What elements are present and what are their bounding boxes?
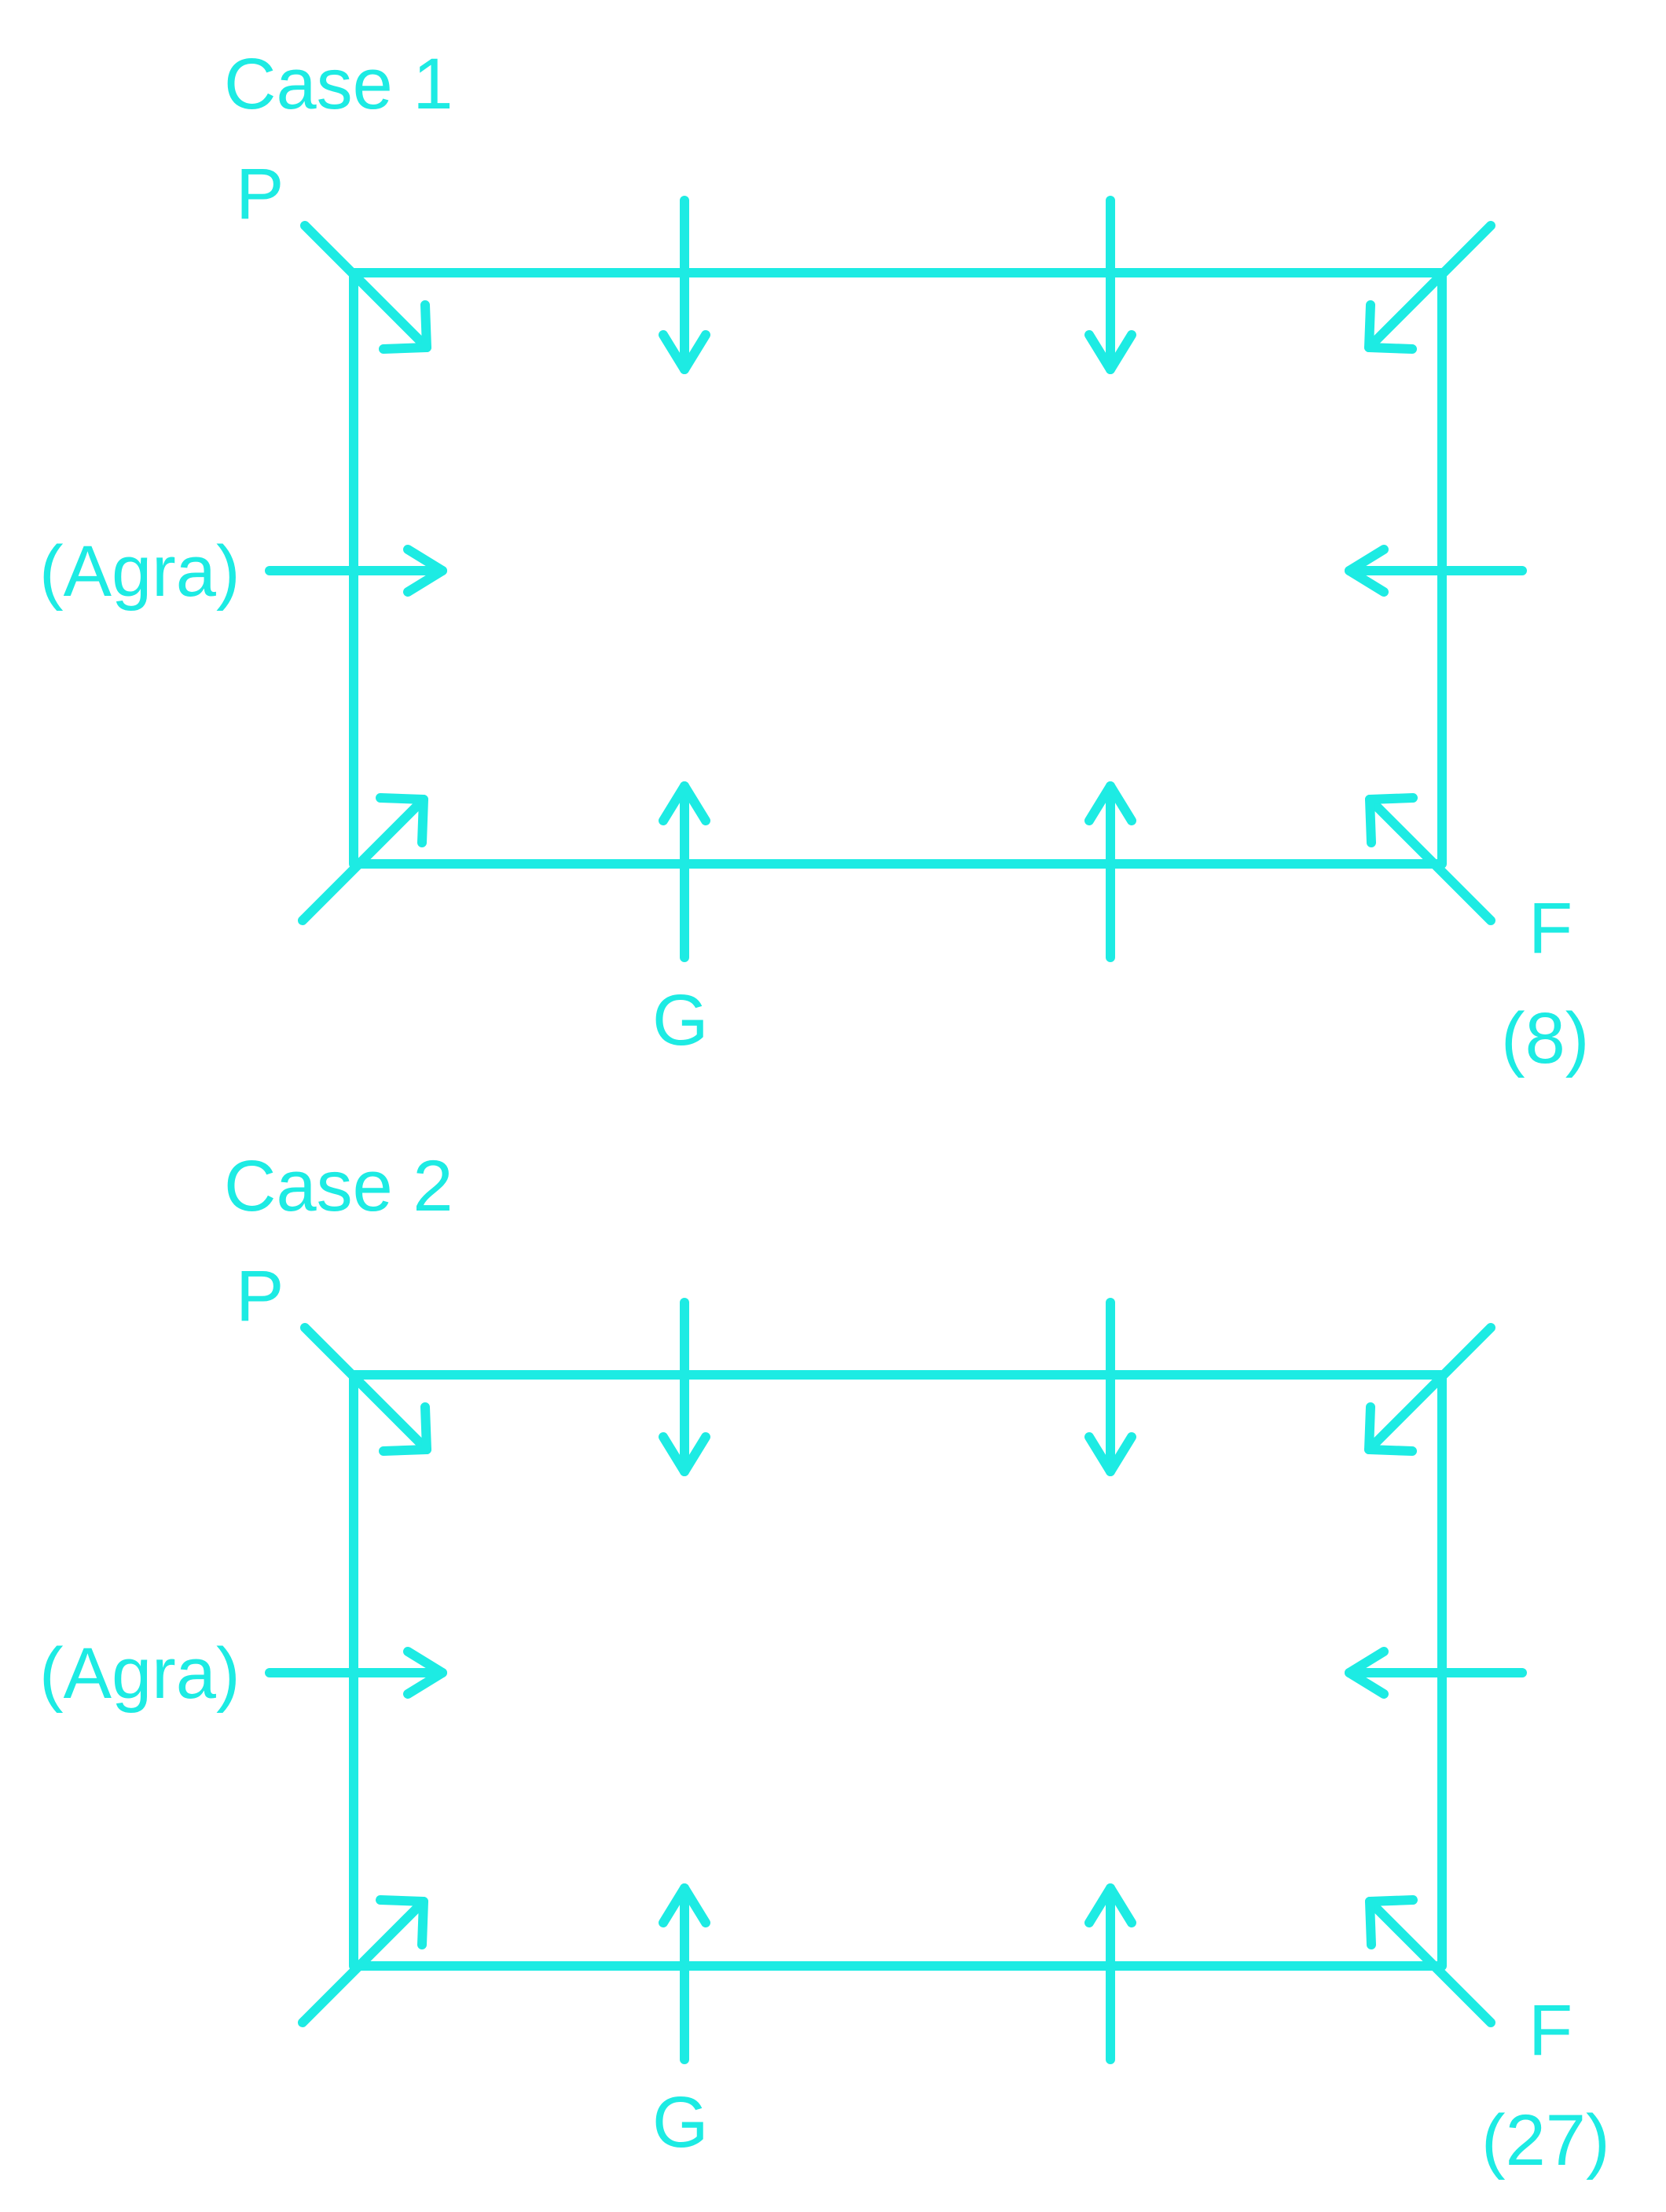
- label-bottom: G: [652, 2082, 709, 2162]
- label-bottom-right: F: [1528, 1990, 1572, 2071]
- label-left: (Agra): [39, 531, 240, 612]
- case-2: Case 2 P (Agra) G F (27): [39, 1146, 1610, 2181]
- label-left: (Agra): [39, 1633, 240, 1714]
- case-1: Case 1 P (Agra) G F (8): [39, 44, 1589, 1078]
- case-title: Case 2: [224, 1146, 453, 1226]
- label-top-left: P: [236, 154, 284, 234]
- label-bottom: G: [652, 980, 709, 1060]
- count-label: (8): [1501, 998, 1589, 1078]
- count-label: (27): [1481, 2100, 1610, 2181]
- label-top-left: P: [236, 1256, 284, 1336]
- case-title: Case 1: [224, 44, 453, 124]
- label-bottom-right: F: [1528, 888, 1572, 968]
